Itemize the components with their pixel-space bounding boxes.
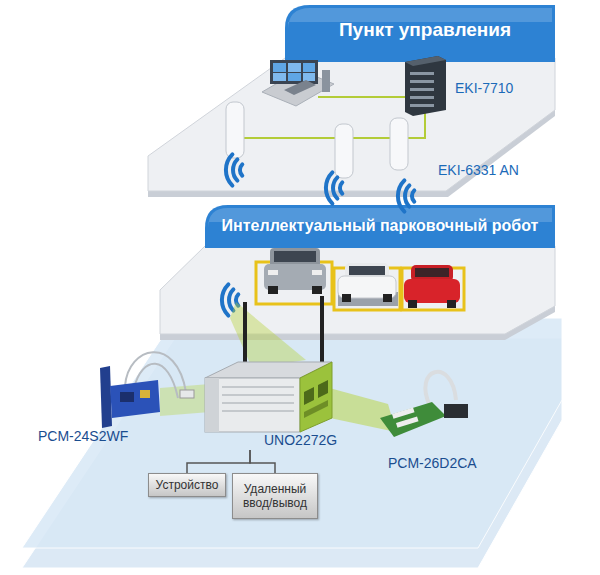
switch-label: EKI-7710: [455, 80, 513, 96]
platform-shape: [148, 58, 555, 191]
platform-shape: [22, 318, 562, 548]
board-label: PCM-26D2CA: [388, 455, 477, 471]
platform-outline: [148, 5, 555, 197]
platform-shape: [205, 205, 555, 248]
connector-line: [187, 450, 250, 473]
card-label: PCM-24S2WF: [38, 428, 128, 444]
platform-shape: [160, 246, 555, 334]
connector-line: [250, 450, 275, 473]
device-name: UNO2272G: [264, 432, 337, 448]
box-text: Устройство: [156, 478, 219, 492]
box-text: Удаленный ввод/вывод: [235, 482, 315, 510]
platform-shape: [285, 5, 555, 62]
platform-title: Пункт управления: [300, 19, 550, 41]
device-box: Устройство: [148, 473, 226, 497]
platform-title: Интеллектуальный парковочный робот: [208, 217, 552, 235]
io-box: Удаленный ввод/вывод: [232, 473, 318, 519]
access-point-label: EKI-6331 AN: [438, 162, 519, 178]
platform-outline: [22, 205, 562, 568]
robot-platform: Интеллектуальный парковочный роботUNO227…: [0, 200, 600, 575]
computer-node: UNO2272G: [200, 295, 340, 450]
